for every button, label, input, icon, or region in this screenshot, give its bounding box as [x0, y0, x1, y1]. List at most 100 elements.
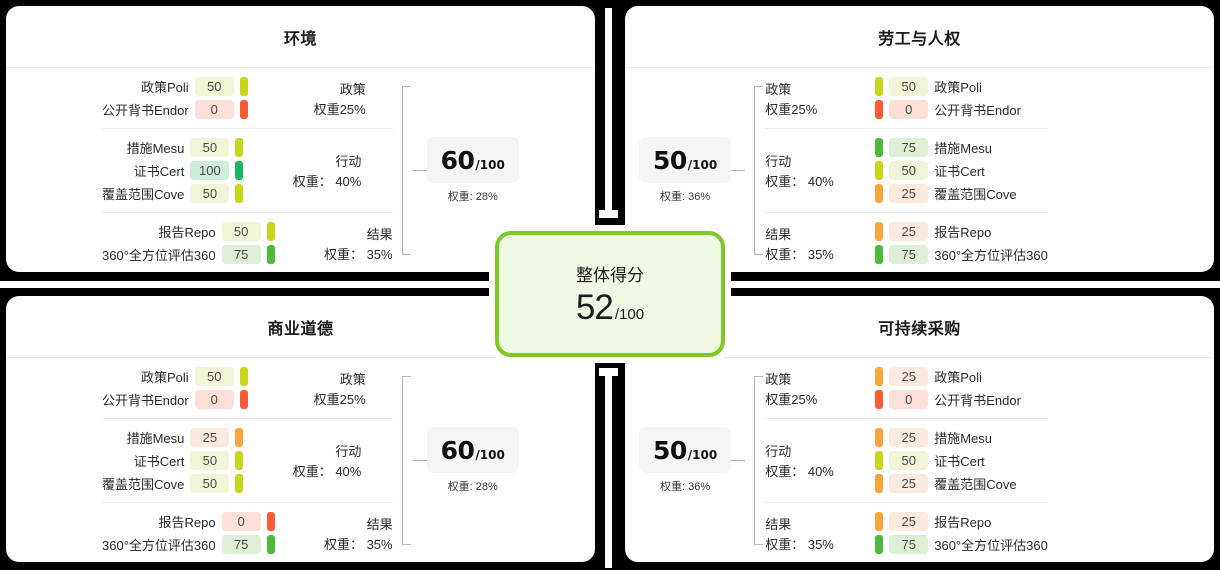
score-bar	[235, 161, 244, 180]
pillar-group-weight: 权重： 35%	[765, 246, 834, 262]
overall-score-box[interactable]: 整体得分 52 /100	[495, 231, 725, 357]
pillar-group-name: 结果	[366, 226, 393, 242]
pillar-group-meta: 行动权重： 40%	[765, 151, 857, 190]
score-pill: 0	[194, 390, 234, 409]
pillar-group-name: 结果	[765, 226, 792, 242]
pillar-group-weight: 权重： 35%	[323, 246, 393, 262]
pillar-group-name: 结果	[765, 516, 792, 532]
card-title: 劳工与人权	[878, 30, 961, 48]
score-denominator: /100	[687, 448, 718, 462]
score-badge[interactable]: 50/100	[639, 137, 732, 183]
pillar-group-name: 行动	[765, 444, 792, 459]
score-pill: 75	[221, 535, 261, 554]
connector-horizontal-left	[0, 281, 610, 288]
score-denominator: /100	[687, 158, 718, 172]
card-header: 劳工与人权	[625, 6, 1214, 68]
indicator-label: 360°全方位评估360	[934, 538, 1048, 553]
overall-score-denominator: /100	[614, 305, 645, 323]
indicator-label: 措施Mesu	[934, 141, 993, 156]
score-bar	[875, 161, 884, 180]
indicator-label: 政策Poli	[934, 370, 982, 385]
indicator-row[interactable]: 报告Repo 50	[159, 221, 275, 242]
pillar-group-meta: 结果权重： 35%	[765, 514, 857, 553]
pillar-group-meta: 政策权重25%	[274, 369, 366, 408]
bracket-stub	[412, 170, 427, 171]
connector-horizontal-right	[610, 281, 1220, 288]
score-pill: 25	[889, 184, 929, 203]
score-badge[interactable]: 60/100	[426, 137, 519, 183]
bracket-stub	[412, 460, 427, 461]
indicator-label: 报告Repo	[158, 225, 216, 240]
score-pill: 25	[889, 428, 929, 447]
score-pill: 0	[889, 100, 929, 119]
score-badge[interactable]: 50/100	[639, 427, 732, 473]
score-bar	[875, 100, 884, 119]
indicator-label: 覆盖范围Cove	[934, 477, 1017, 492]
score-weight-label: 权重: 36%	[660, 191, 711, 203]
connector-cap-bottom	[599, 368, 618, 376]
pillar-group-weight: 权重25%	[313, 391, 366, 407]
score-bar	[875, 367, 884, 386]
score-pill: 100	[190, 161, 230, 180]
score-pill: 50	[221, 222, 261, 241]
connector-vertical-bottom	[605, 368, 612, 568]
score-weight-label: 权重: 36%	[660, 481, 711, 493]
indicator-label: 报告Repo	[158, 515, 216, 530]
connector-vertical-top	[605, 8, 612, 218]
indicator-label: 措施Mesu	[126, 141, 185, 156]
score-denominator: /100	[475, 158, 505, 172]
indicator-label: 证书Cert	[934, 454, 985, 469]
score-weight-label: 权重: 28%	[447, 481, 498, 493]
pillar-group-name: 结果	[366, 516, 393, 532]
score-number: 50	[653, 436, 687, 465]
score-pill: 25	[190, 428, 230, 447]
score-badge[interactable]: 60/100	[426, 427, 519, 473]
